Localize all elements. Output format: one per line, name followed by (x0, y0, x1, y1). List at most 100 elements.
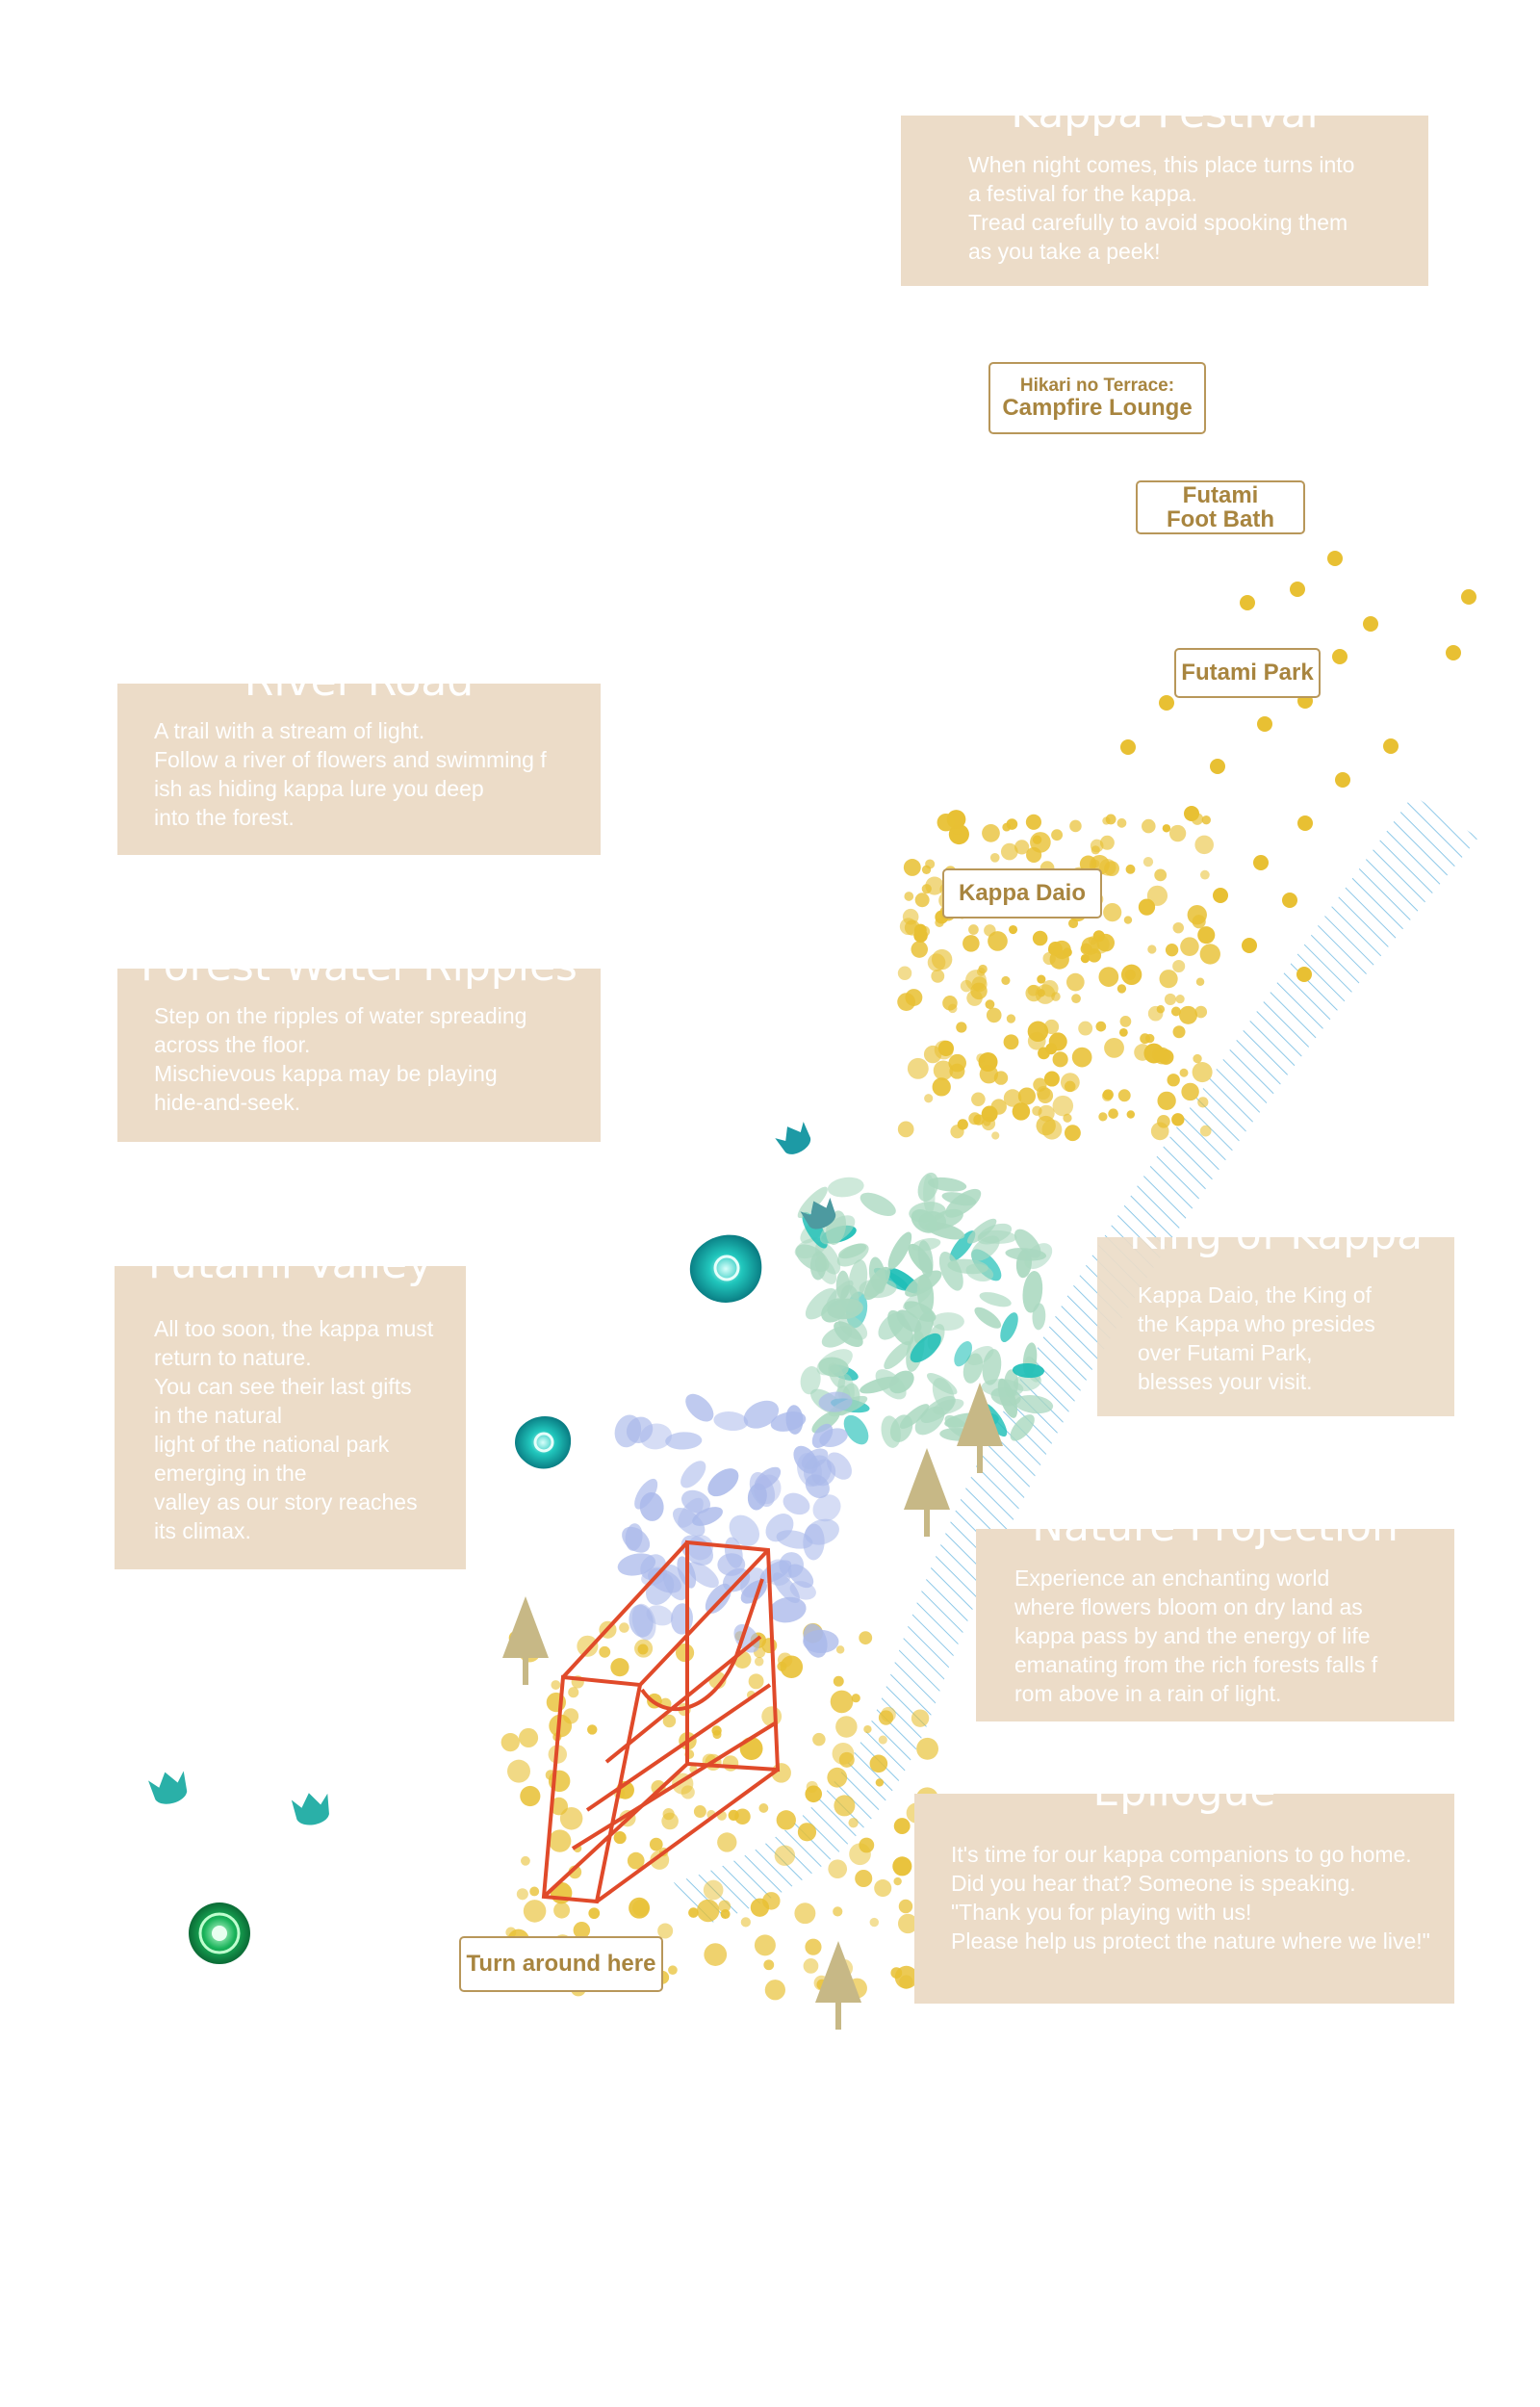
light-dot (916, 1737, 939, 1760)
leaf (917, 1240, 934, 1278)
light-dot (634, 1639, 654, 1658)
light-dot (739, 1737, 763, 1761)
light-dot (1116, 984, 1127, 994)
light-dot (1191, 813, 1204, 825)
light-dot (1240, 595, 1255, 610)
flower-petal (680, 1461, 706, 1488)
light-dot (869, 1917, 880, 1928)
light-dot (1042, 951, 1056, 966)
light-dot (1157, 1091, 1176, 1110)
leaf (904, 1301, 937, 1322)
light-dot (1156, 1005, 1166, 1014)
light-dot (1014, 840, 1030, 855)
light-dot (1195, 977, 1205, 987)
light-dot (1194, 1005, 1208, 1019)
light-dot (629, 1897, 651, 1919)
label-turn-around[interactable]: Turn around here (459, 1936, 663, 1992)
label-futami-foot-bath[interactable]: Futami Foot Bath (1136, 480, 1305, 534)
light-dot (1041, 1119, 1063, 1140)
light-dot (520, 1855, 530, 1866)
light-dot (805, 1938, 822, 1955)
teal-ring-icon (689, 1234, 762, 1303)
label-kappa-daio[interactable]: Kappa Daio (942, 868, 1102, 919)
light-dot (1146, 885, 1168, 906)
light-dot (1032, 930, 1048, 946)
light-dot (717, 1832, 737, 1852)
light-dot (893, 1818, 911, 1835)
leaf (931, 1312, 964, 1332)
light-dot (874, 1879, 892, 1898)
leaf (981, 1379, 1024, 1398)
kappa-footprint-icon (775, 1122, 810, 1154)
light-dot (1003, 1034, 1019, 1050)
flower-petal (765, 1514, 794, 1542)
light-dot (523, 1900, 547, 1923)
leaf (819, 1215, 856, 1245)
torii-gate-icon (541, 1540, 781, 1904)
light-dot (1026, 846, 1042, 863)
leaf (1014, 1395, 1054, 1414)
light-dot (1041, 980, 1059, 997)
light-dot (704, 1943, 728, 1966)
light-dot (500, 1732, 520, 1752)
light-dot (740, 1917, 751, 1928)
light-dot (1125, 864, 1136, 874)
leaf (814, 1256, 837, 1284)
light-dot (662, 1714, 677, 1728)
card-title: Nature Projection (976, 1529, 1454, 1552)
light-dot (1006, 1014, 1016, 1023)
light-dot (1038, 1104, 1055, 1122)
light-dot (1120, 739, 1136, 755)
light-dot (1027, 985, 1040, 996)
light-dot (986, 1007, 1002, 1023)
light-dot (688, 1907, 699, 1918)
flower-petal (769, 1596, 807, 1623)
light-dot (903, 859, 921, 876)
card-epilogue: Epilogue It's time for our kappa compani… (914, 1794, 1454, 2004)
label-futami-park[interactable]: Futami Park (1174, 648, 1321, 698)
card-river-road: River Road A trail with a stream of ligh… (117, 684, 601, 855)
leaf (1010, 1414, 1035, 1441)
flower-petal (803, 1629, 839, 1654)
leaf (1005, 1248, 1047, 1261)
label-campfire-lounge[interactable]: Hikari no Terrace: Campfire Lounge (988, 362, 1206, 434)
card-king-of-kappa: King of Kappa Kappa Daio, the King of th… (1097, 1237, 1454, 1416)
light-dot (711, 1725, 722, 1736)
light-dot (1043, 1071, 1060, 1087)
light-dot (1043, 1019, 1060, 1035)
leaf (860, 1376, 899, 1394)
light-dot (763, 1959, 775, 1971)
light-dot (932, 1077, 951, 1097)
leaf (838, 1314, 868, 1340)
light-dot (834, 1795, 856, 1817)
leaf (797, 1186, 828, 1219)
light-dot (1213, 888, 1228, 903)
flower-petal (812, 1494, 841, 1522)
leaf (816, 1349, 853, 1376)
light-dot (1327, 551, 1343, 566)
light-dot (1147, 945, 1157, 954)
light-dot (1116, 817, 1127, 828)
light-dot (1126, 1110, 1136, 1119)
light-dot (693, 1805, 706, 1819)
light-dot (907, 1057, 929, 1079)
light-dot (649, 1837, 663, 1851)
label-main: Campfire Lounge (1002, 394, 1193, 421)
card-body: Kappa Daio, the King of the Kappa who pr… (1138, 1282, 1375, 1394)
light-dot (1052, 1051, 1068, 1068)
card-nature-projection: Nature Projection Experience an enchanti… (976, 1529, 1454, 1721)
light-dot (1199, 944, 1220, 965)
light-dot (803, 1958, 819, 1974)
leaf (878, 1311, 906, 1340)
leaf (965, 1263, 994, 1281)
light-dot (1201, 815, 1211, 825)
light-dot (774, 1845, 796, 1866)
light-dot (988, 931, 1008, 951)
light-dot (948, 1053, 966, 1073)
light-dot (1197, 926, 1216, 945)
light-dot (1091, 845, 1100, 855)
light-dot (1048, 942, 1063, 956)
tree-icon (815, 1941, 861, 2030)
light-dot (696, 1899, 720, 1923)
kappa-footprint-icon (800, 1197, 836, 1229)
